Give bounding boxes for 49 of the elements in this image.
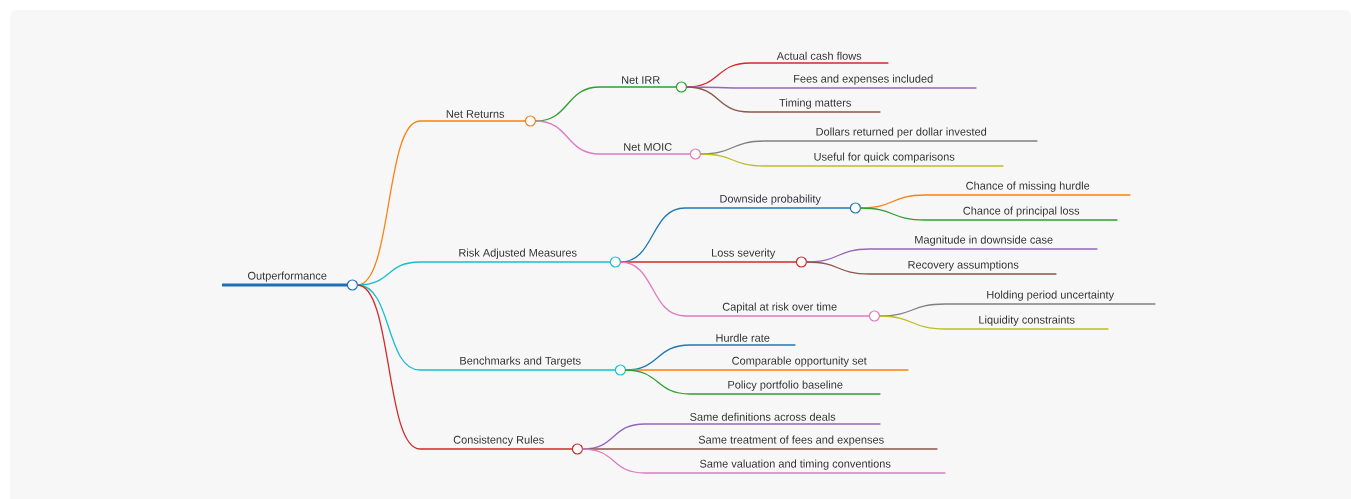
branch-line — [581, 448, 646, 474]
node-label: Outperformance — [247, 271, 327, 282]
topic-node: Useful for quick comparisons — [764, 152, 1005, 167]
topic-node: Policy portfolio baseline — [689, 380, 882, 395]
topic-node: Consistency Rules — [419, 435, 583, 455]
node-label: Risk Adjusted Measures — [459, 248, 577, 259]
branch-line — [699, 153, 766, 167]
branch-line — [685, 86, 751, 113]
topic-node: Holding period uncertainty — [944, 290, 1157, 305]
topic-node: Recovery assumptions — [869, 260, 1058, 275]
topic-node: Magnitude in downside case — [869, 235, 1099, 250]
branch-line — [805, 261, 871, 275]
branch-line — [619, 261, 686, 263]
node-label: Net MOIC — [624, 143, 672, 151]
branch-line — [356, 284, 421, 450]
branch-line — [624, 369, 691, 395]
topic-node: Fees and expenses included — [749, 74, 978, 89]
branch-line — [878, 315, 946, 330]
node-label: Downside probability — [720, 194, 821, 205]
topic-node: Risk Adjusted Measures — [419, 248, 621, 268]
topic-node: Loss severity — [684, 248, 807, 268]
node-label: Benchmarks and Targets — [460, 356, 581, 367]
branch-line — [619, 261, 686, 317]
topic-node: Capital at risk over time — [684, 302, 880, 322]
topic-node: Timing matters — [749, 98, 882, 113]
topic-node: Outperformance — [222, 271, 358, 291]
branch-line — [859, 207, 926, 221]
topic-node: Same treatment of fees and expenses — [644, 435, 939, 450]
topic-node: Net MOIC — [599, 143, 701, 160]
branch-line — [534, 120, 601, 155]
topic-node: Actual cash flows — [749, 51, 890, 64]
topic-node: Comparable opportunity set — [689, 356, 910, 371]
topic-node: Downside probability — [684, 194, 861, 214]
topic-node: Benchmarks and Targets — [419, 356, 626, 376]
topic-node: Same definitions across deals — [644, 412, 882, 425]
branch-line — [356, 261, 421, 286]
topic-node: Same valuation and timing conventions — [644, 459, 947, 474]
node-label: Loss severity — [712, 248, 776, 259]
topic-node: Liquidity constraints — [944, 315, 1110, 330]
topic-node: Net Returns — [419, 110, 536, 127]
node-label: Net IRR — [622, 76, 660, 84]
topic-node: Dollars returned per dollar invested — [764, 127, 1039, 142]
topic-node: Chance of principal loss — [924, 206, 1119, 221]
node-label: Capital at risk over time — [722, 302, 837, 313]
node-label: Consistency Rules — [453, 435, 544, 446]
topic-node: Hurdle rate — [689, 333, 797, 346]
topic-node: Net IRR — [599, 76, 687, 93]
topic-node: Chance of missing hurdle — [924, 181, 1132, 196]
node-label: Net Returns — [446, 110, 505, 118]
